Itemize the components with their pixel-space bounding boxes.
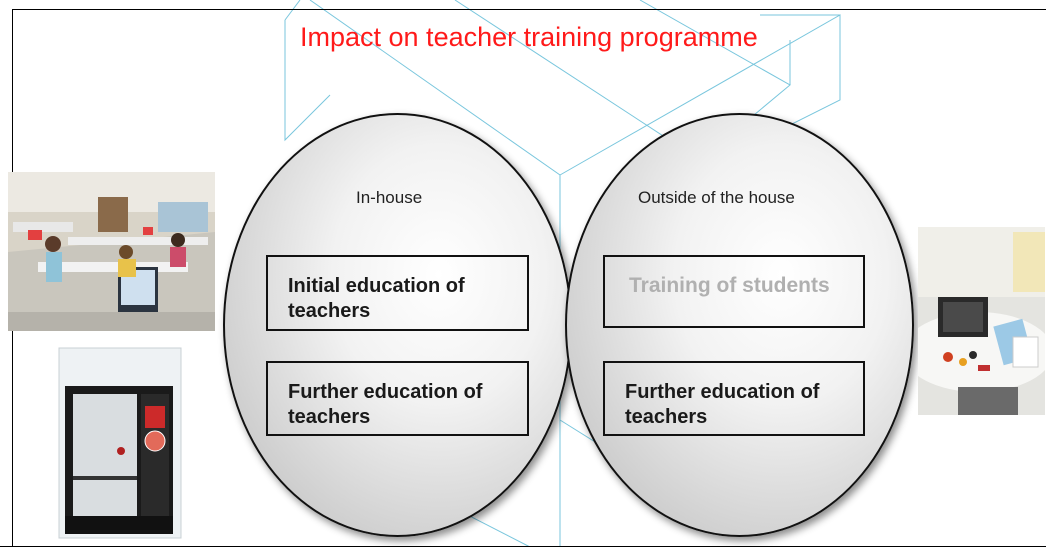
training-of-students-box: Training of students xyxy=(603,255,865,328)
kit-table-photo xyxy=(918,227,1045,415)
further-education-outside-box: Further education of teachers xyxy=(603,361,865,436)
slide-title: Impact on teacher training programme xyxy=(300,22,758,52)
3d-printer-photo xyxy=(51,346,188,542)
slide-frame-top xyxy=(12,9,1046,10)
outside-house-label: Outside of the house xyxy=(638,188,795,207)
initial-education-box: Initial education of teachers xyxy=(266,255,529,331)
outside-house-ellipse xyxy=(565,113,914,537)
in-house-label: In-house xyxy=(356,188,423,207)
classroom-photo xyxy=(8,172,215,331)
further-education-inhouse-box: Further education of teachers xyxy=(266,361,529,436)
